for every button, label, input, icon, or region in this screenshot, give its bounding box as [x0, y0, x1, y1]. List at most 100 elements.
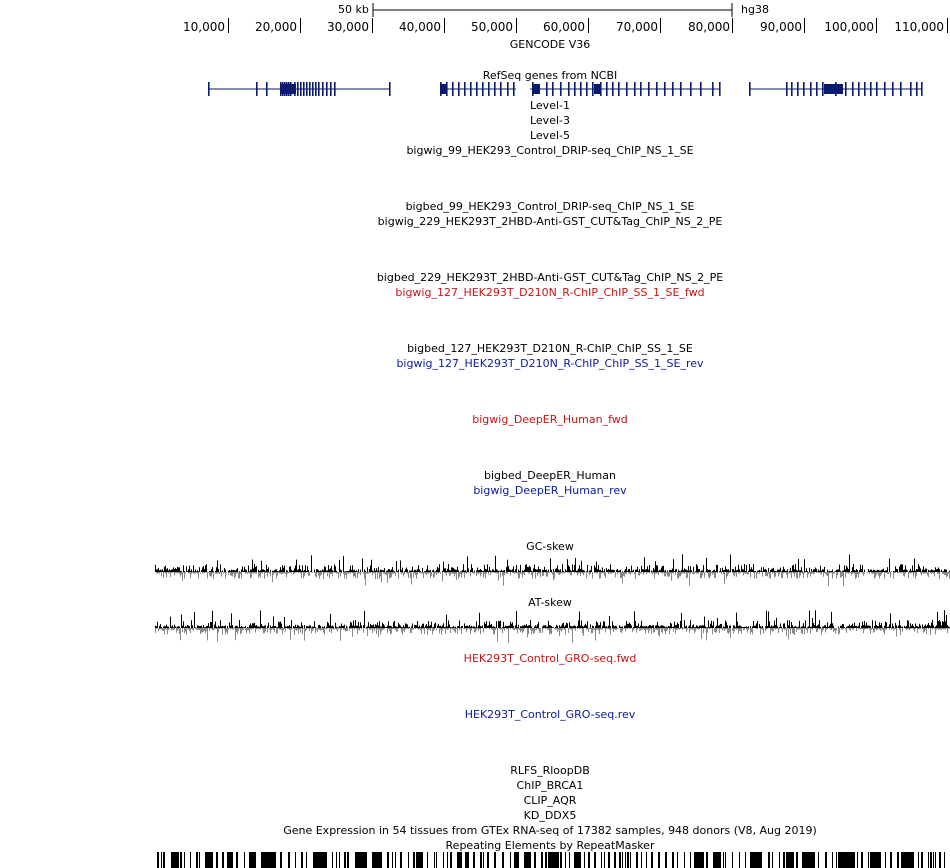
- track-label-aqr[interactable]: CLIP_AQR: [523, 794, 577, 807]
- skew-bar-positive: [376, 625, 377, 628]
- skew-bar-negative: [273, 572, 274, 575]
- skew-bar-positive: [547, 571, 548, 572]
- track-label-ddx5[interactable]: KD_DDX5: [523, 809, 577, 822]
- skew-bar-negative: [898, 572, 899, 574]
- repeat-element: [646, 852, 647, 868]
- track-label-gro-rev[interactable]: HEK293T_Control_GRO-seq.rev: [464, 708, 636, 721]
- track-label-rlfs[interactable]: RLFS_RloopDB: [510, 764, 590, 777]
- skew-bar-negative: [605, 572, 606, 579]
- skew-bar-positive: [387, 570, 388, 572]
- skew-bar-negative: [596, 572, 597, 574]
- skew-bar-positive: [392, 627, 393, 628]
- skew-bar-negative: [642, 628, 643, 630]
- skew-bar-positive: [832, 623, 833, 628]
- skew-bar-negative: [315, 572, 316, 577]
- skew-bar-negative: [924, 628, 925, 632]
- skew-bar-negative: [770, 572, 771, 579]
- skew-bar-negative: [347, 572, 348, 574]
- skew-bar-positive: [804, 559, 805, 572]
- track-label-gro-fwd[interactable]: HEK293T_Control_GRO-seq.fwd: [463, 652, 637, 665]
- skew-bar-negative: [816, 572, 817, 573]
- track-label-cuttag-bigwig[interactable]: bigwig_229_HEK293T_2HBD-Anti-GST_CUT&Tag…: [377, 215, 723, 228]
- skew-bar-positive: [171, 626, 172, 628]
- repeatmasker-track[interactable]: [155, 852, 950, 868]
- at-skew-signal[interactable]: [155, 606, 950, 650]
- skew-bar-negative: [580, 628, 581, 629]
- skew-bar-positive: [578, 620, 579, 628]
- skew-bar-positive: [760, 570, 761, 572]
- track-label-level1[interactable]: Level-1: [529, 99, 570, 112]
- skew-bar-negative: [863, 572, 864, 576]
- track-label-deeper-fwd[interactable]: bigwig_DeepER_Human_fwd: [472, 413, 628, 426]
- skew-bar-negative: [681, 572, 682, 575]
- skew-bar-negative: [832, 628, 833, 629]
- refseq-gene-track[interactable]: [0, 78, 950, 100]
- skew-bar-positive: [828, 626, 829, 628]
- skew-bar-negative: [625, 572, 626, 575]
- track-label-rchip-bigbed[interactable]: bigbed_127_HEK293T_D210N_R-ChIP_ChIP_SS_…: [407, 342, 693, 355]
- skew-bar-negative: [943, 572, 944, 575]
- track-label-refseq[interactable]: RefSeq genes from NCBI: [482, 69, 618, 82]
- skew-bar-positive: [633, 626, 634, 628]
- skew-bar-positive: [263, 569, 264, 572]
- skew-bar-negative: [818, 628, 819, 629]
- skew-bar-positive: [709, 569, 710, 572]
- skew-bar-negative: [571, 628, 572, 630]
- skew-bar-positive: [816, 626, 817, 628]
- skew-bar-negative: [589, 572, 590, 576]
- track-label-at-skew[interactable]: AT-skew: [528, 596, 572, 609]
- skew-bar-positive: [466, 625, 467, 628]
- track-label-deeper-rev[interactable]: bigwig_DeepER_Human_rev: [473, 484, 627, 497]
- skew-bar-positive: [883, 568, 884, 572]
- skew-bar-positive: [451, 567, 452, 572]
- skew-bar-positive: [600, 569, 601, 572]
- skew-bar-positive: [432, 627, 433, 628]
- skew-bar-positive: [737, 569, 738, 572]
- skew-bar-positive: [326, 626, 327, 628]
- repeat-element: [480, 852, 482, 868]
- track-label-cuttag-bigbed[interactable]: bigbed_229_HEK293T_2HBD-Anti-GST_CUT&Tag…: [376, 271, 724, 284]
- skew-bar-negative: [293, 628, 294, 629]
- skew-bar-negative: [189, 628, 190, 631]
- skew-bar-positive: [572, 626, 573, 628]
- skew-bar-negative: [867, 628, 868, 630]
- skew-bar-negative: [658, 572, 659, 576]
- skew-bar-positive: [249, 625, 250, 628]
- track-label-brca1[interactable]: ChIP_BRCA1: [516, 779, 584, 792]
- track-label-drip-bigwig[interactable]: bigwig_99_HEK293_Control_DRIP-seq_ChIP_N…: [406, 144, 694, 157]
- gene-exon: [574, 82, 576, 96]
- track-label-gencode[interactable]: GENCODE V36: [509, 38, 591, 51]
- track-label-level3[interactable]: Level-3: [529, 114, 570, 127]
- skew-bar-negative: [377, 628, 378, 630]
- skew-bar-negative: [352, 572, 353, 574]
- skew-bar-negative: [320, 628, 321, 631]
- track-label-rchip-fwd[interactable]: bigwig_127_HEK293T_D210N_R-ChIP_ChIP_SS_…: [395, 286, 705, 299]
- skew-bar-positive: [287, 626, 288, 628]
- skew-bar-positive: [739, 569, 740, 572]
- skew-bar-negative: [176, 572, 177, 573]
- skew-bar-negative: [869, 628, 870, 630]
- track-label-gc-skew[interactable]: GC-skew: [526, 540, 574, 553]
- skew-bar-positive: [792, 625, 793, 628]
- skew-bar-negative: [690, 628, 691, 630]
- skew-bar-negative: [344, 628, 345, 630]
- skew-bar-negative: [816, 628, 817, 632]
- track-label-repeatmasker[interactable]: Repeating Elements by RepeatMasker: [445, 839, 655, 852]
- skew-bar-positive: [759, 569, 760, 572]
- track-label-gtex[interactable]: Gene Expression in 54 tissues from GTEx …: [283, 824, 817, 837]
- gc-skew-signal[interactable]: [155, 550, 950, 594]
- skew-bar-negative: [200, 572, 201, 574]
- skew-bar-positive: [323, 627, 324, 628]
- track-label-drip-bigbed[interactable]: bigbed_99_HEK293_Control_DRIP-seq_ChIP_N…: [405, 200, 695, 213]
- skew-bar-negative: [839, 628, 840, 634]
- skew-bar-negative: [862, 628, 863, 630]
- track-label-rchip-rev[interactable]: bigwig_127_HEK293T_D210N_R-ChIP_ChIP_SS_…: [396, 357, 704, 370]
- skew-bar-negative: [773, 572, 774, 573]
- skew-bar-positive: [627, 623, 628, 628]
- skew-bar-negative: [885, 628, 886, 630]
- track-label-deeper-bigbed[interactable]: bigbed_DeepER_Human: [483, 469, 616, 482]
- skew-bar-negative: [533, 572, 534, 574]
- skew-bar-positive: [804, 626, 805, 628]
- skew-bar-negative: [442, 572, 443, 582]
- track-label-level5[interactable]: Level-5: [529, 129, 570, 142]
